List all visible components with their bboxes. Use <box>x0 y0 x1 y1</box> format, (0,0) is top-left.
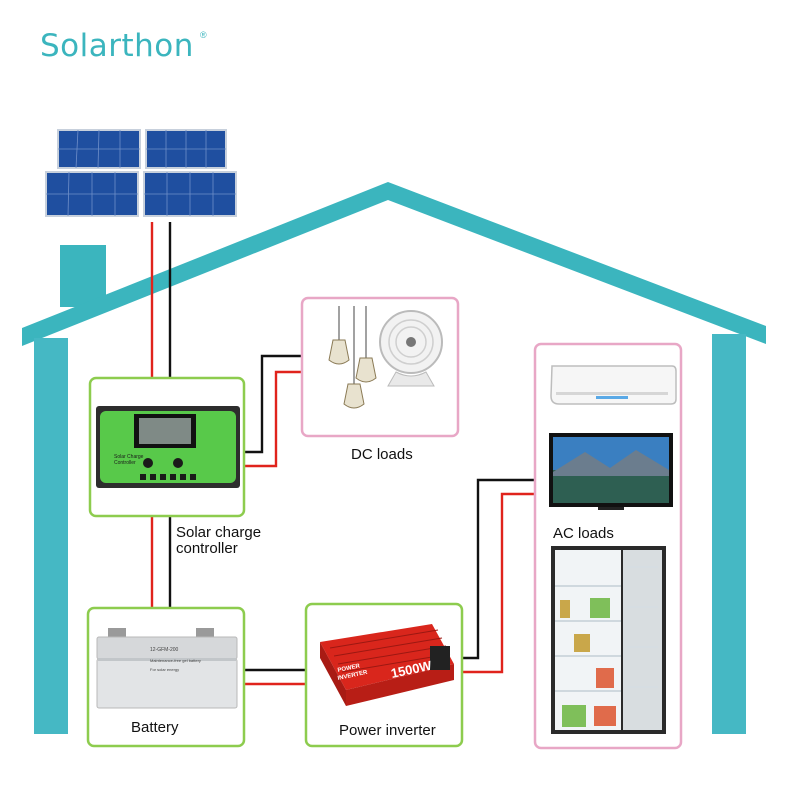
wire-positive <box>462 492 535 674</box>
inverter-device-text: POWER <box>337 663 361 674</box>
dc-loads-frame <box>300 296 460 438</box>
power-inverter-icon: POWER INVERTER 1500W <box>320 624 454 706</box>
house-chimney <box>60 245 106 307</box>
house-right-wall <box>712 334 746 734</box>
battery-device-text: 12-GFM-200 <box>150 647 179 653</box>
house-left-wall <box>34 338 68 734</box>
inverter-label: Power inverter <box>339 722 436 739</box>
battery-label: Battery <box>131 719 179 736</box>
brand-logo: Solarthon <box>40 28 194 64</box>
charge-controller-icon: Solar Charge Controller <box>96 406 240 488</box>
house-outline <box>22 182 766 734</box>
solar-cell-grid <box>46 129 236 217</box>
charge-controller-label-line1: Solar charge <box>176 524 262 541</box>
solar-panel-array-icon <box>45 129 237 217</box>
wire-positive <box>244 370 302 468</box>
ac-loads-label: AC loads <box>553 525 614 542</box>
desk-fan-icon <box>379 310 443 387</box>
charge-controller-label-line2: controller <box>176 540 238 557</box>
air-conditioner-icon <box>550 365 677 405</box>
battery-device-text: Maintenance-free gel battery <box>150 658 201 663</box>
television-icon <box>549 433 673 510</box>
registered-mark: ® <box>200 30 207 40</box>
battery-device-text: For solar energy <box>150 667 179 672</box>
wire-negative <box>462 478 535 660</box>
controller-device-text: Solar Charge <box>114 454 144 460</box>
pendant-lamp-icon <box>328 306 377 409</box>
dc-loads-label: DC loads <box>351 446 413 463</box>
wire-negative <box>244 354 302 454</box>
controller-device-text: Controller <box>114 460 136 466</box>
refrigerator-icon <box>551 546 666 734</box>
battery-icon: 12-GFM-200 Maintenance-free gel battery … <box>96 628 238 709</box>
wiring <box>150 222 535 686</box>
